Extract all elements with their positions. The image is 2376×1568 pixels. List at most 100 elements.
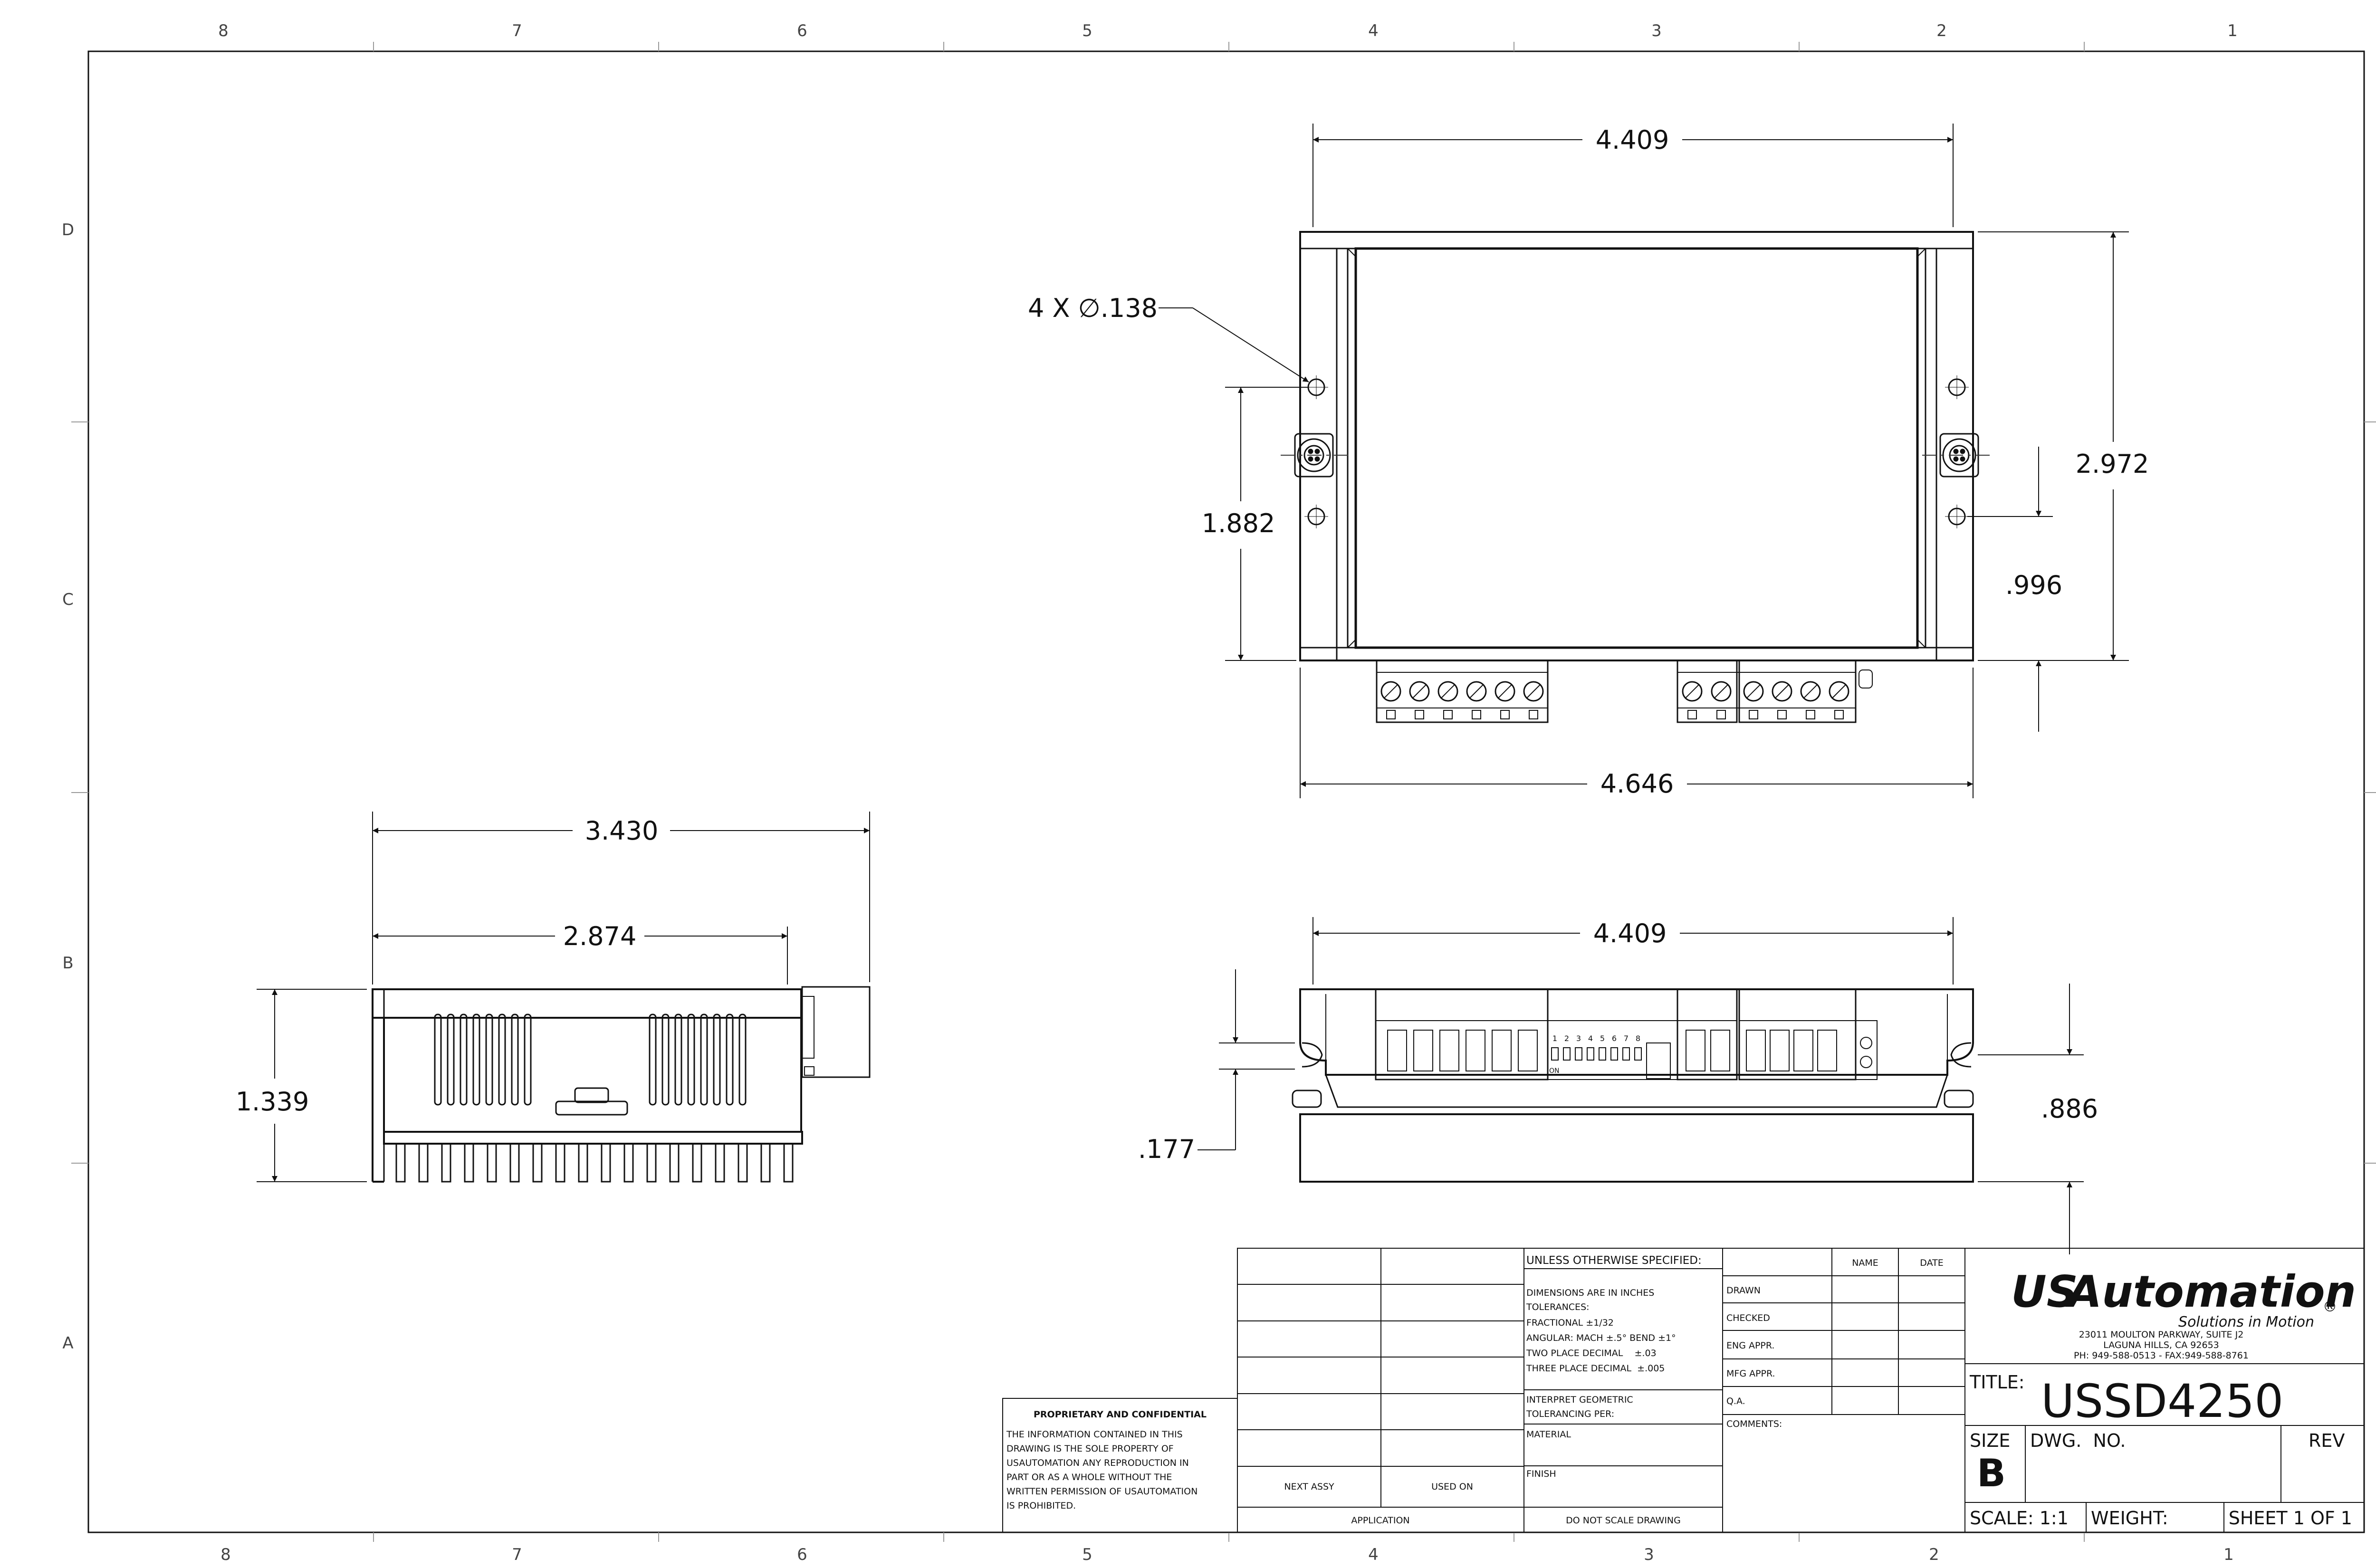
dim-hole-spacing: 1.882 — [1202, 387, 1308, 661]
logo-us: US — [2011, 1266, 2078, 1317]
zone-col-label: 5 — [1082, 1545, 1092, 1564]
scale-label: SCALE: 1:1 — [1970, 1508, 2069, 1529]
zone-columns-top: 8 7 6 5 4 3 2 1 — [218, 21, 2238, 40]
dip-switch-number: 4 — [1588, 1034, 1593, 1043]
zone-col-label: 5 — [1082, 21, 1092, 40]
dim-hole-offset: .996 — [1967, 447, 2062, 732]
dim-front-height: .886 — [1978, 984, 2098, 1254]
hole-callout-text: 4 X ∅.138 — [1028, 293, 1158, 323]
zone-col-label: 7 — [512, 21, 522, 40]
zone-columns-bottom: 8 7 6 5 4 3 2 1 — [220, 1545, 2234, 1564]
unless-specified-label: UNLESS OTHERWISE SPECIFIED: — [1526, 1254, 1702, 1267]
dip-switch-number: 8 — [1636, 1034, 1640, 1043]
tolerance-line: ANGULAR: MACH ±.5° BEND ±1° — [1526, 1333, 1676, 1343]
proprietary-line: PART OR AS A WHOLE WITHOUT THE — [1006, 1472, 1172, 1482]
dip-switch-number: 5 — [1600, 1034, 1605, 1043]
front-view: 1 2 3 4 5 6 7 8 ON 4.409 — [1138, 917, 2098, 1254]
tolerance-line: TOLERANCES: — [1526, 1302, 1590, 1312]
terminal-block-left — [1376, 660, 1549, 723]
proprietary-line: USAUTOMATION ANY REPRODUCTION IN — [1006, 1458, 1189, 1468]
dim-top-width: 4.409 — [1313, 124, 1954, 227]
dim-value: 2.874 — [563, 921, 637, 951]
zone-col-label: 3 — [1644, 1545, 1654, 1564]
dip-switch-on-label: ON — [1549, 1067, 1560, 1075]
side-view: 3.430 2.874 1.339 — [236, 812, 871, 1183]
tolerance-line: TWO PLACE DECIMAL ±.03 — [1526, 1348, 1657, 1358]
proprietary-title: PROPRIETARY AND CONFIDENTIAL — [1034, 1409, 1207, 1420]
zone-col-label: 8 — [218, 21, 229, 40]
finish-label: FINISH — [1526, 1469, 1556, 1479]
proprietary-line: WRITTEN PERMISSION OF USAUTOMATION — [1006, 1486, 1198, 1497]
drawing-title: USSD4250 — [2041, 1375, 2283, 1428]
tolerance-line: DIMENSIONS ARE IN INCHES — [1526, 1288, 1654, 1298]
zone-rows-left: D C B A — [62, 220, 74, 1353]
qa-label: Q.A. — [1726, 1396, 1745, 1406]
mounting-holes — [1304, 375, 1969, 528]
side-view-body — [372, 986, 871, 1183]
dim-value: 3.430 — [585, 816, 659, 846]
dim-value: 4.646 — [1600, 769, 1674, 799]
company-logo: US Automation ® Solutions in Motion — [2011, 1266, 2356, 1330]
dim-front-width: 4.409 — [1313, 917, 1954, 985]
zone-col-label: 6 — [797, 21, 807, 40]
tolerance-line: THREE PLACE DECIMAL ±.005 — [1526, 1363, 1665, 1374]
date-header: DATE — [1920, 1258, 1943, 1268]
dim-side-height: 1.339 — [236, 989, 367, 1182]
dim-value: 4.409 — [1596, 125, 1669, 155]
dip-switch-number: 6 — [1612, 1034, 1617, 1043]
zone-row-label: C — [62, 590, 74, 609]
drawn-label: DRAWN — [1726, 1285, 1761, 1296]
interpret-line: TOLERANCING PER: — [1526, 1409, 1614, 1419]
eng-appr-label: ENG APPR. — [1726, 1340, 1774, 1351]
do-not-scale-label: DO NOT SCALE DRAWING — [1566, 1515, 1681, 1526]
sheet-label: SHEET 1 OF 1 — [2229, 1508, 2352, 1529]
proprietary-line: DRAWING IS THE SOLE PROPERTY OF — [1006, 1444, 1174, 1454]
title-block: PROPRIETARY AND CONFIDENTIAL THE INFORMA… — [1002, 1248, 2365, 1533]
top-view: 4.409 4 X ∅.138 1.882 2.972 — [1028, 124, 2149, 799]
dim-value: .996 — [2005, 570, 2062, 600]
dim-value: 2.972 — [2076, 449, 2149, 479]
tolerance-line: FRACTIONAL ±1/32 — [1526, 1318, 1614, 1328]
dim-value: .886 — [2041, 1094, 2098, 1124]
dim-value: 1.339 — [236, 1087, 309, 1117]
zone-col-label: 4 — [1368, 21, 1379, 40]
hole-callout: 4 X ∅.138 — [1028, 293, 1309, 382]
zone-col-label: 4 — [1368, 1545, 1379, 1564]
mfg-appr-label: MFG APPR. — [1726, 1368, 1775, 1379]
address-line: PH: 949-588-0513 - FAX:949-588-8761 — [2074, 1350, 2249, 1361]
address-line: LAGUNA HILLS, CA 92653 — [2103, 1340, 2219, 1350]
dim-side-length-body: 2.874 — [373, 921, 788, 985]
zone-col-label: 1 — [2227, 21, 2238, 40]
front-view-body — [1292, 988, 1974, 1183]
zone-row-label: D — [62, 220, 74, 239]
dim-side-length-overall: 3.430 — [372, 812, 870, 985]
checked-label: CHECKED — [1726, 1313, 1770, 1323]
dip-switch-number: 7 — [1624, 1034, 1629, 1043]
logo-registered: ® — [2323, 1299, 2337, 1315]
logo-automation: Automation — [2065, 1266, 2356, 1317]
proprietary-line: THE INFORMATION CONTAINED IN THIS — [1006, 1429, 1183, 1440]
dim-overall-width: 4.646 — [1300, 668, 1974, 799]
proprietary-line: IS PROHIBITED. — [1006, 1501, 1076, 1511]
size-label: SIZE — [1970, 1430, 2010, 1451]
size-value: B — [1977, 1451, 2006, 1495]
zone-col-label: 3 — [1651, 21, 1662, 40]
zone-col-label: 8 — [220, 1545, 231, 1564]
title-label: TITLE: — [1969, 1372, 2025, 1393]
rev-label: REV — [2309, 1430, 2345, 1451]
used-on-label: USED ON — [1431, 1482, 1473, 1492]
terminal-block-right — [1677, 660, 1873, 723]
zone-col-label: 1 — [2223, 1545, 2234, 1564]
dim-value: .177 — [1138, 1134, 1195, 1164]
logo-tagline: Solutions in Motion — [2178, 1314, 2314, 1330]
dip-switch-number: 2 — [1564, 1034, 1569, 1043]
dwg-no-label: DWG. NO. — [2030, 1430, 2126, 1451]
dip-switch-number: 3 — [1576, 1034, 1581, 1043]
dim-value: 4.409 — [1593, 918, 1667, 948]
material-label: MATERIAL — [1526, 1429, 1571, 1440]
zone-row-label: B — [62, 954, 73, 973]
comments-label: COMMENTS: — [1726, 1419, 1782, 1429]
interpret-line: INTERPRET GEOMETRIC — [1526, 1395, 1633, 1405]
name-header: NAME — [1852, 1258, 1878, 1268]
